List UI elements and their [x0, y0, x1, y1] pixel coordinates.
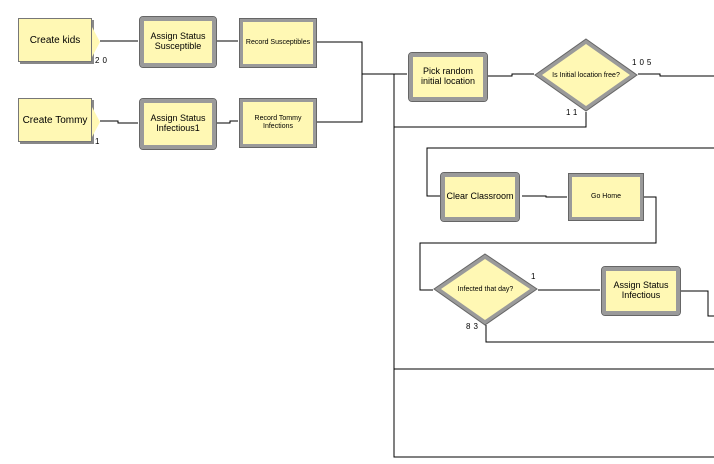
connector-tommy-to-assign[interactable]: [100, 120, 138, 124]
connector-location-free-true[interactable]: [638, 73, 714, 77]
pick-random-location-module[interactable]: Pick random initial location: [408, 52, 488, 102]
pick-random-line2: initial location: [420, 76, 476, 86]
create-tommy-label: Create Tommy: [22, 114, 88, 126]
connector-pick-to-decision[interactable]: [487, 73, 534, 77]
assign-infectious1-line2: Infectious1: [156, 123, 200, 133]
create-kids-module[interactable]: Create kids: [18, 18, 100, 62]
record-tommy-line2: Infections: [263, 123, 293, 130]
create-kids-count: 20: [95, 56, 110, 65]
assign-status-infectious1-module[interactable]: Assign Status Infectious1: [139, 98, 217, 150]
location-free-true-count: 105: [632, 58, 655, 67]
connector-infected-false[interactable]: [485, 325, 714, 343]
connector-assign-infectious-out[interactable]: [680, 290, 714, 317]
create-kids-label: Create kids: [29, 34, 81, 46]
connector-location-free-false[interactable]: [393, 74, 587, 128]
infected-that-day-decision[interactable]: Infected that day?: [433, 253, 538, 326]
assign-susceptible-line2: Susceptible: [154, 41, 202, 51]
infected-diamond-shape: [433, 253, 538, 326]
connector-assign-to-record-tommy[interactable]: [216, 120, 238, 124]
record-tommy-line1: Record Tommy: [254, 115, 302, 123]
connector-go-home-to-infected[interactable]: [419, 196, 657, 291]
infected-false-count: 83: [466, 322, 481, 331]
clear-classroom-module[interactable]: Clear Classroom: [440, 172, 520, 222]
assign-infectious-line2: Infectious: [621, 290, 661, 300]
pick-random-line1: Pick random: [422, 66, 474, 77]
connector-incoming-clear-classroom[interactable]: [426, 147, 714, 197]
location-free-false-count: 11: [566, 108, 581, 117]
infected-true-count: 1: [531, 272, 539, 281]
initial-location-free-decision[interactable]: Is Initial location free?: [534, 38, 638, 112]
connector-clear-to-go-home[interactable]: [522, 195, 567, 198]
clear-classroom-label: Clear Classroom: [446, 191, 514, 202]
connector-record-tommy-to-merge[interactable]: [316, 74, 363, 123]
assign-infectious-line1: Assign Status: [613, 280, 669, 291]
connector-record-susceptibles-to-merge[interactable]: [316, 41, 363, 74]
initial-location-free-label: Is Initial location free?: [552, 71, 620, 79]
infected-that-day-label: Infected that day?: [457, 286, 514, 293]
assign-status-susceptible-module[interactable]: Assign Status Susceptible: [139, 16, 217, 68]
go-home-module[interactable]: Go Home: [568, 173, 644, 221]
connector-main-bus[interactable]: [393, 127, 714, 458]
create-tommy-module[interactable]: Create Tommy: [18, 98, 100, 142]
assign-infectious1-line1: Assign Status: [150, 113, 206, 124]
decision-diamond-shape: [534, 38, 638, 112]
record-tommy-infections-module[interactable]: Record Tommy Infections: [239, 98, 317, 148]
assign-susceptible-line1: Assign Status: [150, 31, 206, 42]
go-home-label: Go Home: [591, 193, 621, 201]
record-susceptibles-module[interactable]: Record Susceptibles: [239, 18, 317, 68]
assign-status-infectious-module[interactable]: Assign Status Infectious: [601, 266, 681, 316]
record-susceptibles-label: Record Susceptibles: [245, 39, 311, 47]
create-tommy-count: 1: [95, 137, 103, 146]
